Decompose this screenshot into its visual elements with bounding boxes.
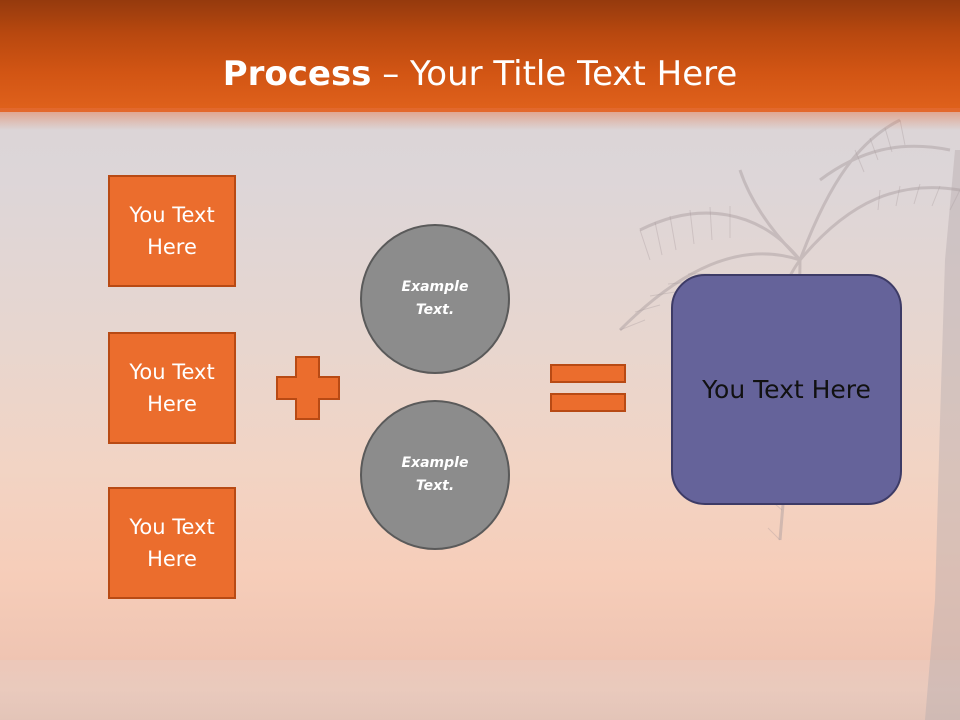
example-circle-2[interactable]: Example Text. xyxy=(360,400,510,550)
example-circle-1[interactable]: Example Text. xyxy=(360,224,510,374)
input-box-2[interactable]: You Text Here xyxy=(108,332,236,444)
title-bar-fade xyxy=(0,108,960,130)
input-box-3[interactable]: You Text Here xyxy=(108,487,236,599)
title-rest: – Your Title Text Here xyxy=(371,54,738,94)
title-bar xyxy=(0,0,960,112)
sea-horizon xyxy=(0,660,960,720)
slide-title: Process – Your Title Text Here xyxy=(0,54,960,94)
equals-icon-bottom-bar xyxy=(550,393,626,412)
title-bold: Process xyxy=(222,54,372,94)
input-box-1[interactable]: You Text Here xyxy=(108,175,236,287)
equals-icon-top-bar xyxy=(550,364,626,383)
result-box[interactable]: You Text Here xyxy=(671,274,902,505)
plus-icon xyxy=(276,356,340,420)
